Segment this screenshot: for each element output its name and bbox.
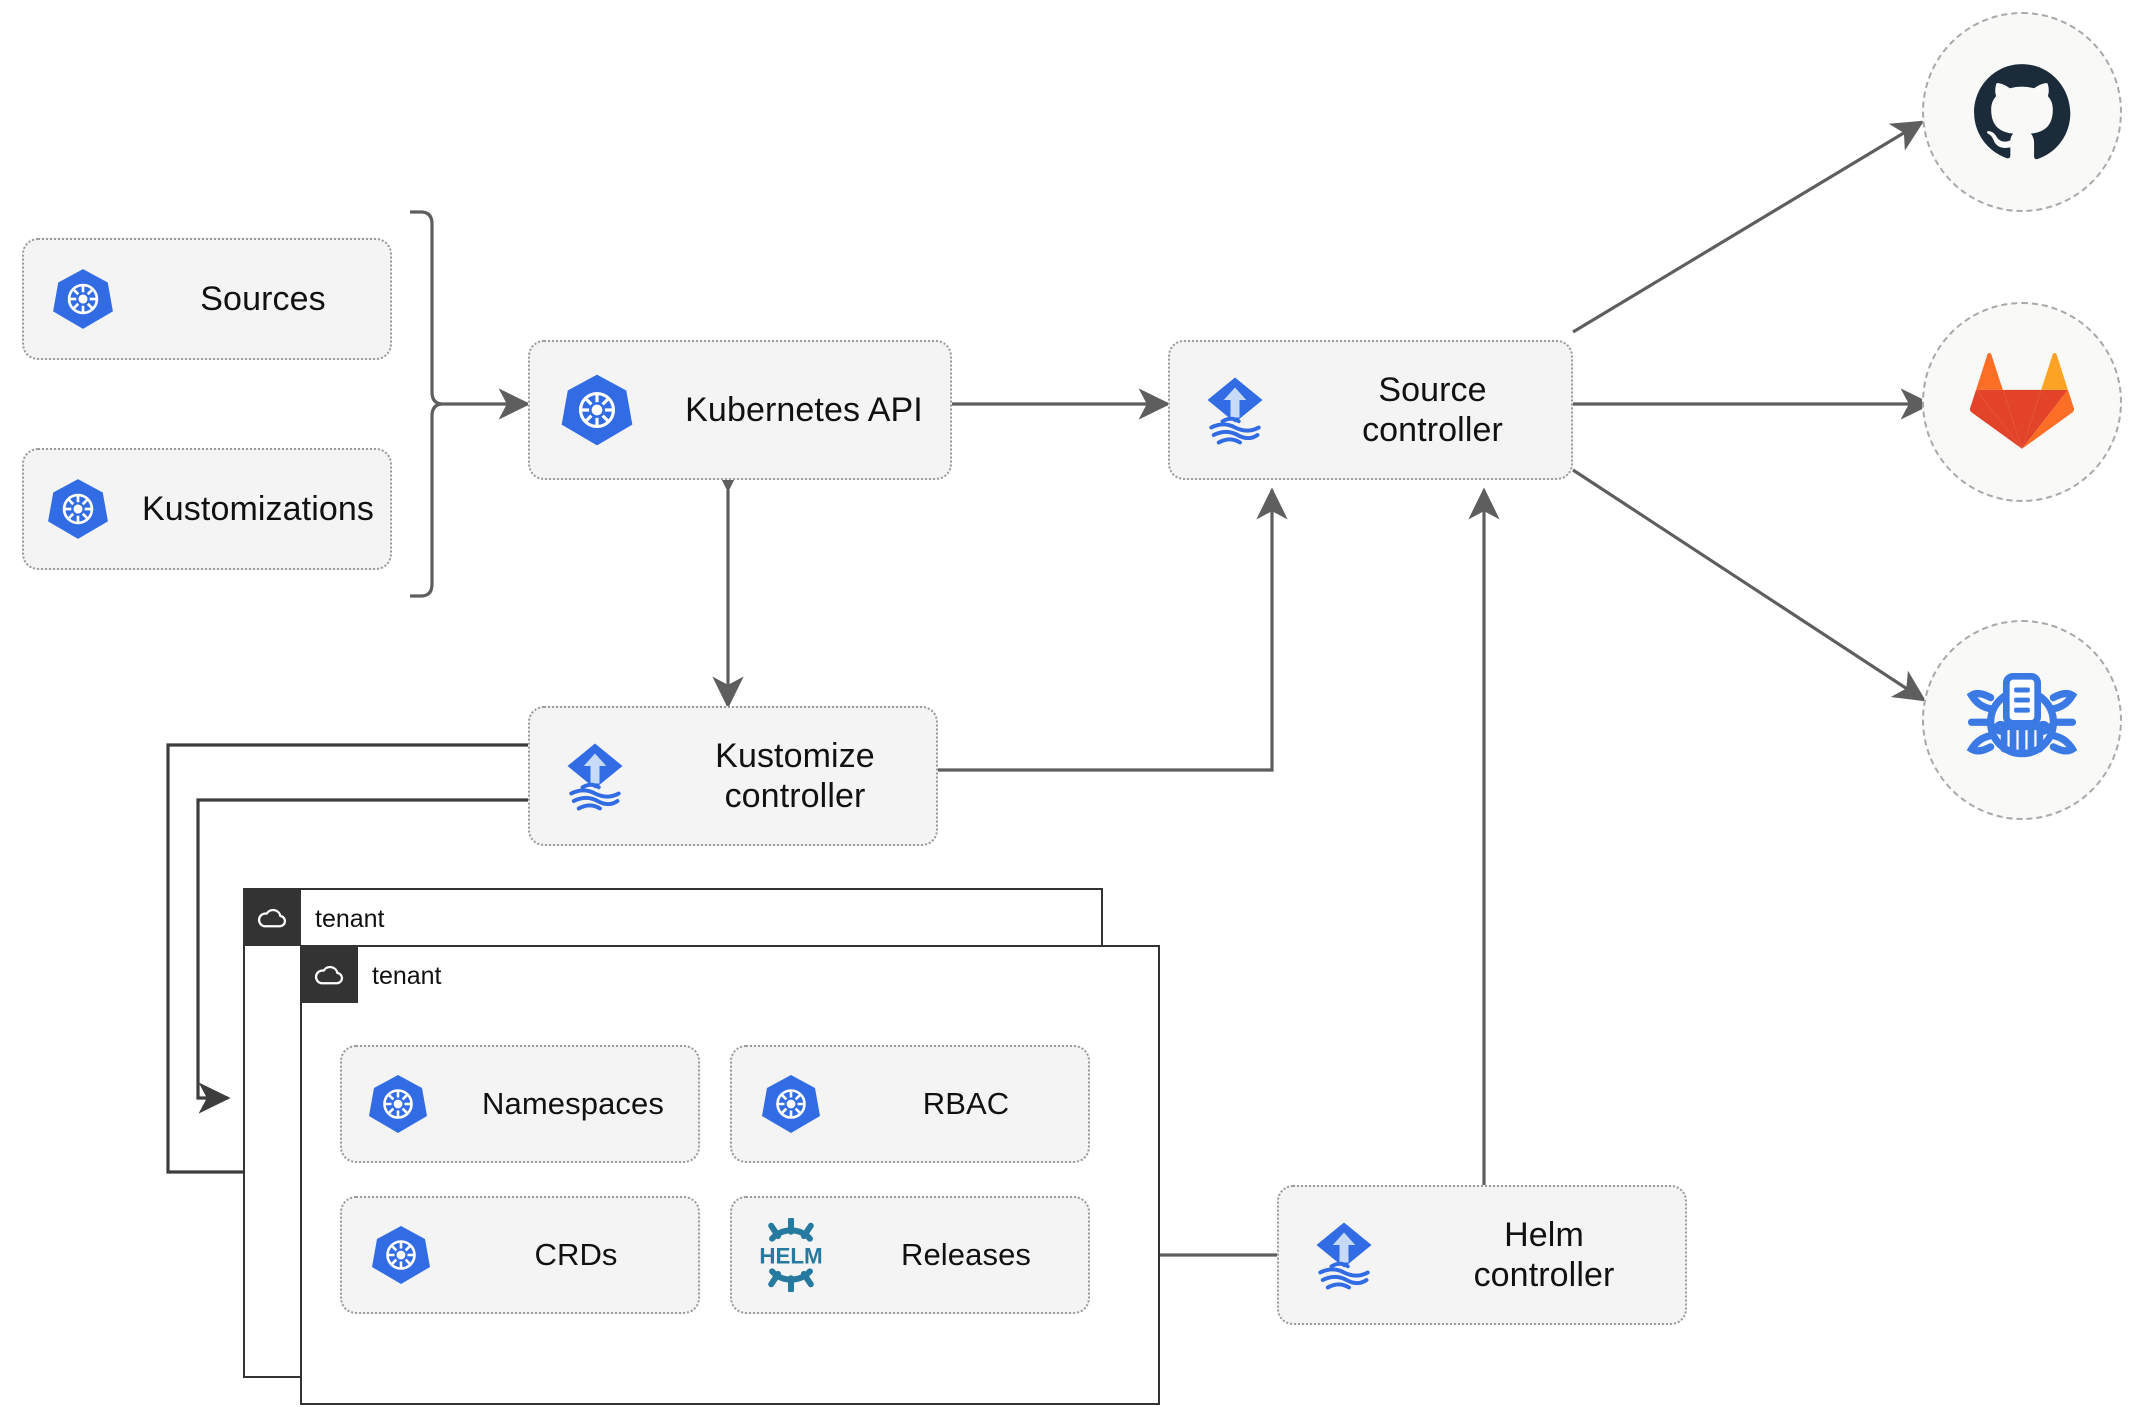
kubernetes-icon — [530, 371, 664, 449]
card-label: Namespaces — [482, 1085, 664, 1121]
card-kustomizations[interactable]: Kustomizations — [22, 448, 392, 570]
kubernetes-icon — [24, 476, 132, 542]
card-label-line2: controller — [1362, 411, 1503, 449]
provider-bucket[interactable] — [1922, 620, 2122, 820]
card-label: Source controller — [1300, 370, 1571, 450]
kubernetes-icon — [342, 1223, 460, 1287]
helm-icon: HELM — [732, 1218, 850, 1292]
card-releases[interactable]: HELM Releases — [730, 1196, 1090, 1314]
provider-github[interactable] — [1922, 12, 2122, 212]
helm-repository-icon — [1966, 672, 2078, 758]
card-label: Releases — [900, 1236, 1032, 1272]
card-label: Kustomize controller — [660, 736, 936, 816]
provider-gitlab[interactable] — [1922, 302, 2122, 502]
card-label: RBAC — [922, 1085, 1010, 1121]
kubernetes-icon — [24, 266, 142, 332]
gitlab-icon — [1970, 353, 2074, 449]
card-label: Kubernetes API — [685, 390, 923, 429]
github-icon — [1974, 64, 2071, 160]
card-label-line2: controller — [724, 777, 866, 815]
svg-text:HELM: HELM — [759, 1244, 822, 1269]
card-label-line1: Helm — [1504, 1215, 1584, 1254]
kubernetes-icon — [732, 1072, 850, 1136]
card-label: Helm controller — [1409, 1215, 1685, 1295]
card-crds[interactable]: CRDs — [340, 1196, 700, 1314]
card-label: CRDs — [534, 1236, 618, 1272]
card-label-line1: Kustomize — [715, 736, 875, 775]
card-sources[interactable]: Sources — [22, 238, 392, 360]
flux-icon — [1170, 370, 1300, 450]
card-namespaces[interactable]: Namespaces — [340, 1045, 700, 1163]
card-kustomize-controller[interactable]: Kustomize controller — [528, 706, 938, 846]
card-helm-controller[interactable]: Helm controller — [1277, 1185, 1687, 1325]
flux-icon — [530, 736, 660, 816]
card-kubernetes-api[interactable]: Kubernetes API — [528, 340, 952, 480]
card-label-line2: controller — [1473, 1256, 1615, 1294]
flux-icon — [1279, 1215, 1409, 1295]
card-label-line1: Source — [1378, 370, 1487, 409]
card-rbac[interactable]: RBAC — [730, 1045, 1090, 1163]
kubernetes-icon — [342, 1072, 454, 1136]
card-label: Sources — [200, 279, 326, 318]
card-label: Kustomizations — [142, 489, 374, 528]
card-source-controller[interactable]: Source controller — [1168, 340, 1573, 480]
